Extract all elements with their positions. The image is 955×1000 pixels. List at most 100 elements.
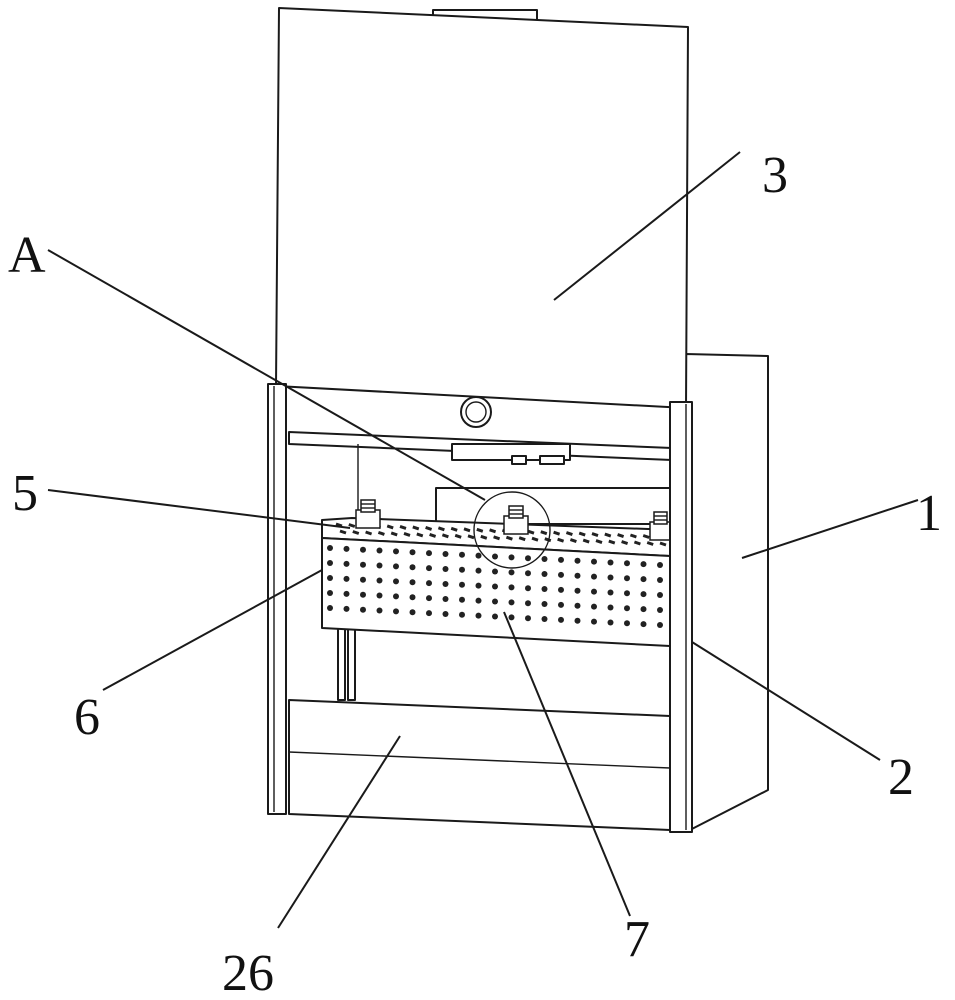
tray-hole — [393, 563, 399, 569]
tray-hole — [608, 560, 614, 566]
tray-hole — [492, 599, 498, 605]
tray-top-hole — [630, 535, 636, 537]
tray-hole — [393, 578, 399, 584]
tray-top-hole — [528, 531, 534, 533]
tray-hole — [360, 562, 366, 568]
tray-top-hole — [481, 536, 487, 538]
tray-hole — [591, 589, 597, 595]
tray-hole — [591, 619, 597, 625]
tray-hole — [575, 603, 581, 609]
tray-hole — [492, 614, 498, 620]
tray-hole — [575, 618, 581, 624]
label-5: 5 — [12, 465, 38, 522]
upper-panel — [276, 8, 688, 427]
tray-top-hole — [605, 534, 611, 536]
tray-hole — [426, 550, 432, 556]
tray-hole — [426, 610, 432, 616]
tray-hole — [509, 614, 515, 620]
tray-hole — [344, 591, 350, 597]
tray-top-hole — [647, 543, 653, 545]
tray-hole — [360, 577, 366, 583]
tray-hole — [575, 573, 581, 579]
tray-top-hole — [519, 538, 525, 540]
leader-5 — [48, 490, 350, 528]
tray-top-hole — [532, 538, 538, 540]
tray-hole — [542, 571, 548, 577]
tray-hole — [657, 562, 663, 568]
tray-hole — [624, 560, 630, 566]
tray-hole — [443, 551, 449, 557]
tray-hole — [525, 570, 531, 576]
tray-hole — [525, 585, 531, 591]
tray-top-hole — [340, 531, 346, 533]
tray-hole — [327, 605, 333, 611]
tray-top-hole — [387, 526, 393, 528]
tray-hole — [377, 608, 383, 614]
tray-hole — [575, 588, 581, 594]
tray-hole — [360, 592, 366, 598]
tray-hole — [459, 597, 465, 603]
tray-hole — [624, 575, 630, 581]
tray-hole — [327, 560, 333, 566]
tray-hole — [393, 548, 399, 554]
tray-top-hole — [366, 532, 372, 534]
cabinet-body — [686, 354, 768, 832]
tray-hole — [591, 604, 597, 610]
tray-hole — [443, 596, 449, 602]
tray-hole — [360, 607, 366, 613]
tray-hole — [542, 586, 548, 592]
tray-hole — [426, 595, 432, 601]
tray-hole — [410, 594, 416, 600]
tray-top-hole — [622, 542, 628, 544]
tray-hole — [327, 590, 333, 596]
tray-hole — [443, 611, 449, 617]
tray-hole — [344, 576, 350, 582]
tray-hole — [542, 616, 548, 622]
tray-top-hole — [490, 530, 496, 532]
tray-hole — [410, 609, 416, 615]
tray-hole — [459, 582, 465, 588]
tray-hole — [476, 613, 482, 619]
tray-hole — [344, 546, 350, 552]
tray-top-hole — [579, 533, 585, 535]
tray-hole — [608, 620, 614, 626]
perforated-tray — [322, 518, 674, 646]
tray-hole — [525, 555, 531, 561]
tray-top-hole — [634, 542, 640, 544]
tray-hole — [393, 608, 399, 614]
tray-top-hole — [468, 536, 474, 538]
tray-hole — [377, 578, 383, 584]
tray-hole — [377, 548, 383, 554]
tray-top-hole — [400, 526, 406, 528]
leader-6 — [103, 570, 322, 690]
tray-hole — [327, 545, 333, 551]
tray-top-hole — [430, 534, 436, 536]
tray-hole — [344, 606, 350, 612]
tray-hole — [624, 620, 630, 626]
tray-hole — [558, 587, 564, 593]
tray-top-hole — [609, 541, 615, 543]
tray-top-hole — [391, 533, 397, 535]
tray-hole — [608, 575, 614, 581]
tray-top-hole — [494, 537, 500, 539]
tray-hole — [426, 565, 432, 571]
tray-hole — [591, 574, 597, 580]
tray-hole — [641, 576, 647, 582]
tray-top-hole — [353, 532, 359, 534]
tray-top-hole — [438, 528, 444, 530]
tray-top-hole — [413, 527, 419, 529]
label-2: 2 — [888, 749, 914, 806]
tray-top-hole — [566, 533, 572, 535]
tray-top-hole — [417, 534, 423, 536]
tray-hole — [591, 559, 597, 565]
tray-hole — [476, 568, 482, 574]
tray-hole — [641, 591, 647, 597]
tray-hole — [509, 584, 515, 590]
tray-hole — [377, 593, 383, 599]
tray-top-hole — [442, 535, 448, 537]
tray-top-hole — [506, 537, 512, 539]
tray-hole — [641, 561, 647, 567]
tray-top-hole — [477, 529, 483, 531]
tray-hole — [542, 601, 548, 607]
